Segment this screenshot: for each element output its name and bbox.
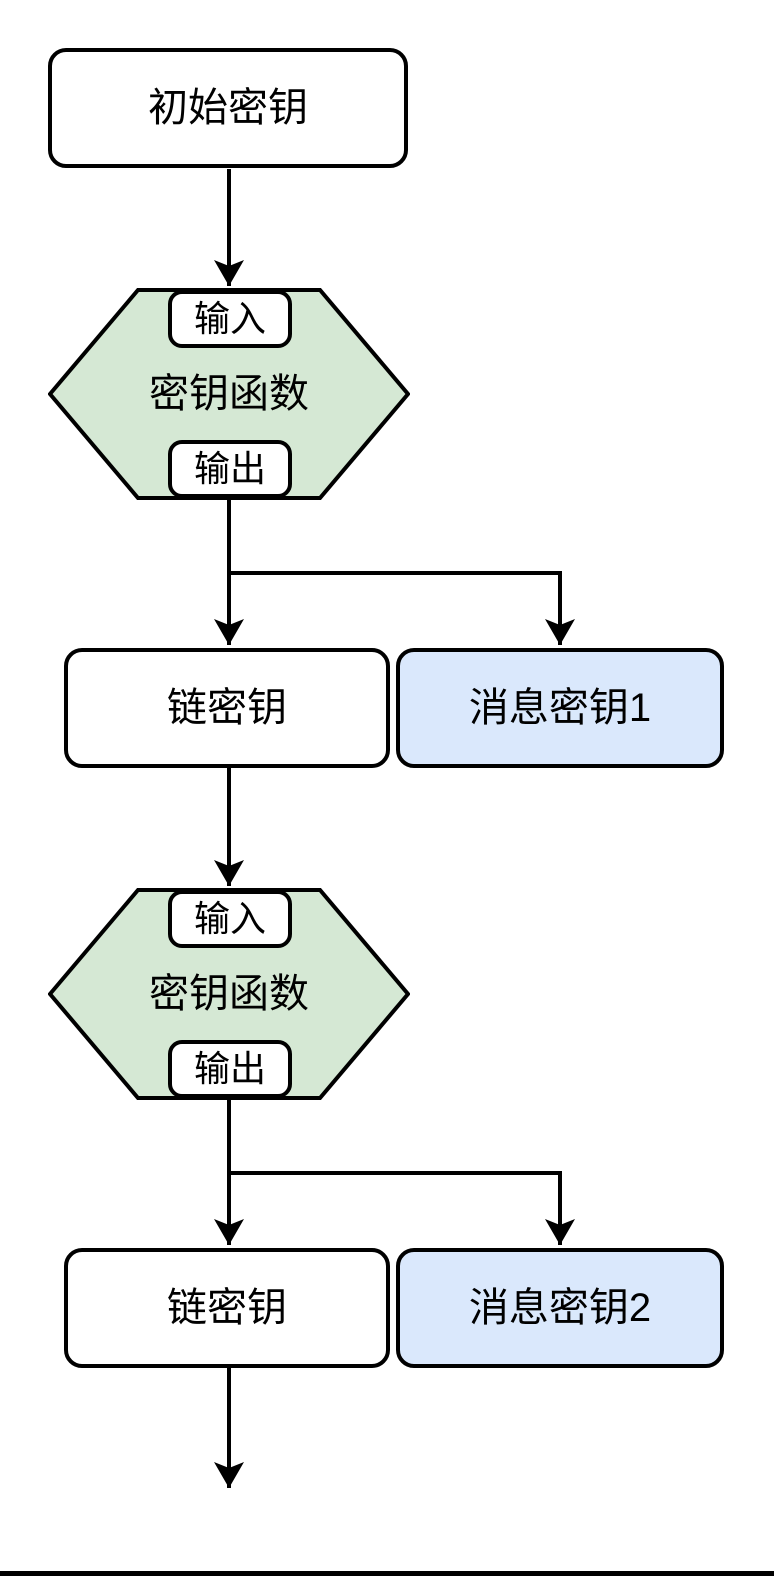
chain-key-1-label: 链密钥: [167, 686, 287, 730]
kdf2-output-label: 输出: [193, 1048, 266, 1089]
hexagon-shape-2: [48, 888, 410, 1100]
message-key-node-1: 消息密钥1: [396, 648, 724, 768]
kdf2-output-port: 输出: [168, 1040, 292, 1098]
kdf2-input-label: 输入: [193, 898, 266, 939]
chain-key-2-label: 链密钥: [167, 1286, 287, 1330]
chain-key-node-2: 链密钥: [64, 1248, 390, 1368]
kdf1-output-label: 输出: [193, 448, 266, 489]
bottom-border-rule: [0, 1571, 774, 1576]
hexagon-shape-1: [48, 288, 410, 500]
message-key-2-label: 消息密钥2: [468, 1286, 652, 1330]
initial-key-label: 初始密钥: [148, 86, 308, 130]
kdf2-function-label: 密钥函数: [149, 972, 309, 1016]
kdf-hexagon-2: [48, 888, 410, 1100]
kdf1-input-port: 输入: [168, 290, 292, 348]
message-key-node-2: 消息密钥2: [396, 1248, 724, 1368]
kdf1-output-port: 输出: [168, 440, 292, 498]
kdf-hexagon-1: [48, 288, 410, 500]
kdf1-input-label: 输入: [193, 298, 266, 339]
kdf1-function-label: 密钥函数: [149, 372, 309, 416]
chain-key-node-1: 链密钥: [64, 648, 390, 768]
arrow-kdf2-to-messagekey2: [229, 1171, 575, 1245]
kdf2-input-port: 输入: [168, 890, 292, 948]
arrow-kdf1-to-messagekey1: [229, 571, 575, 645]
message-key-1-label: 消息密钥1: [468, 686, 652, 730]
initial-key-node: 初始密钥: [48, 48, 408, 168]
